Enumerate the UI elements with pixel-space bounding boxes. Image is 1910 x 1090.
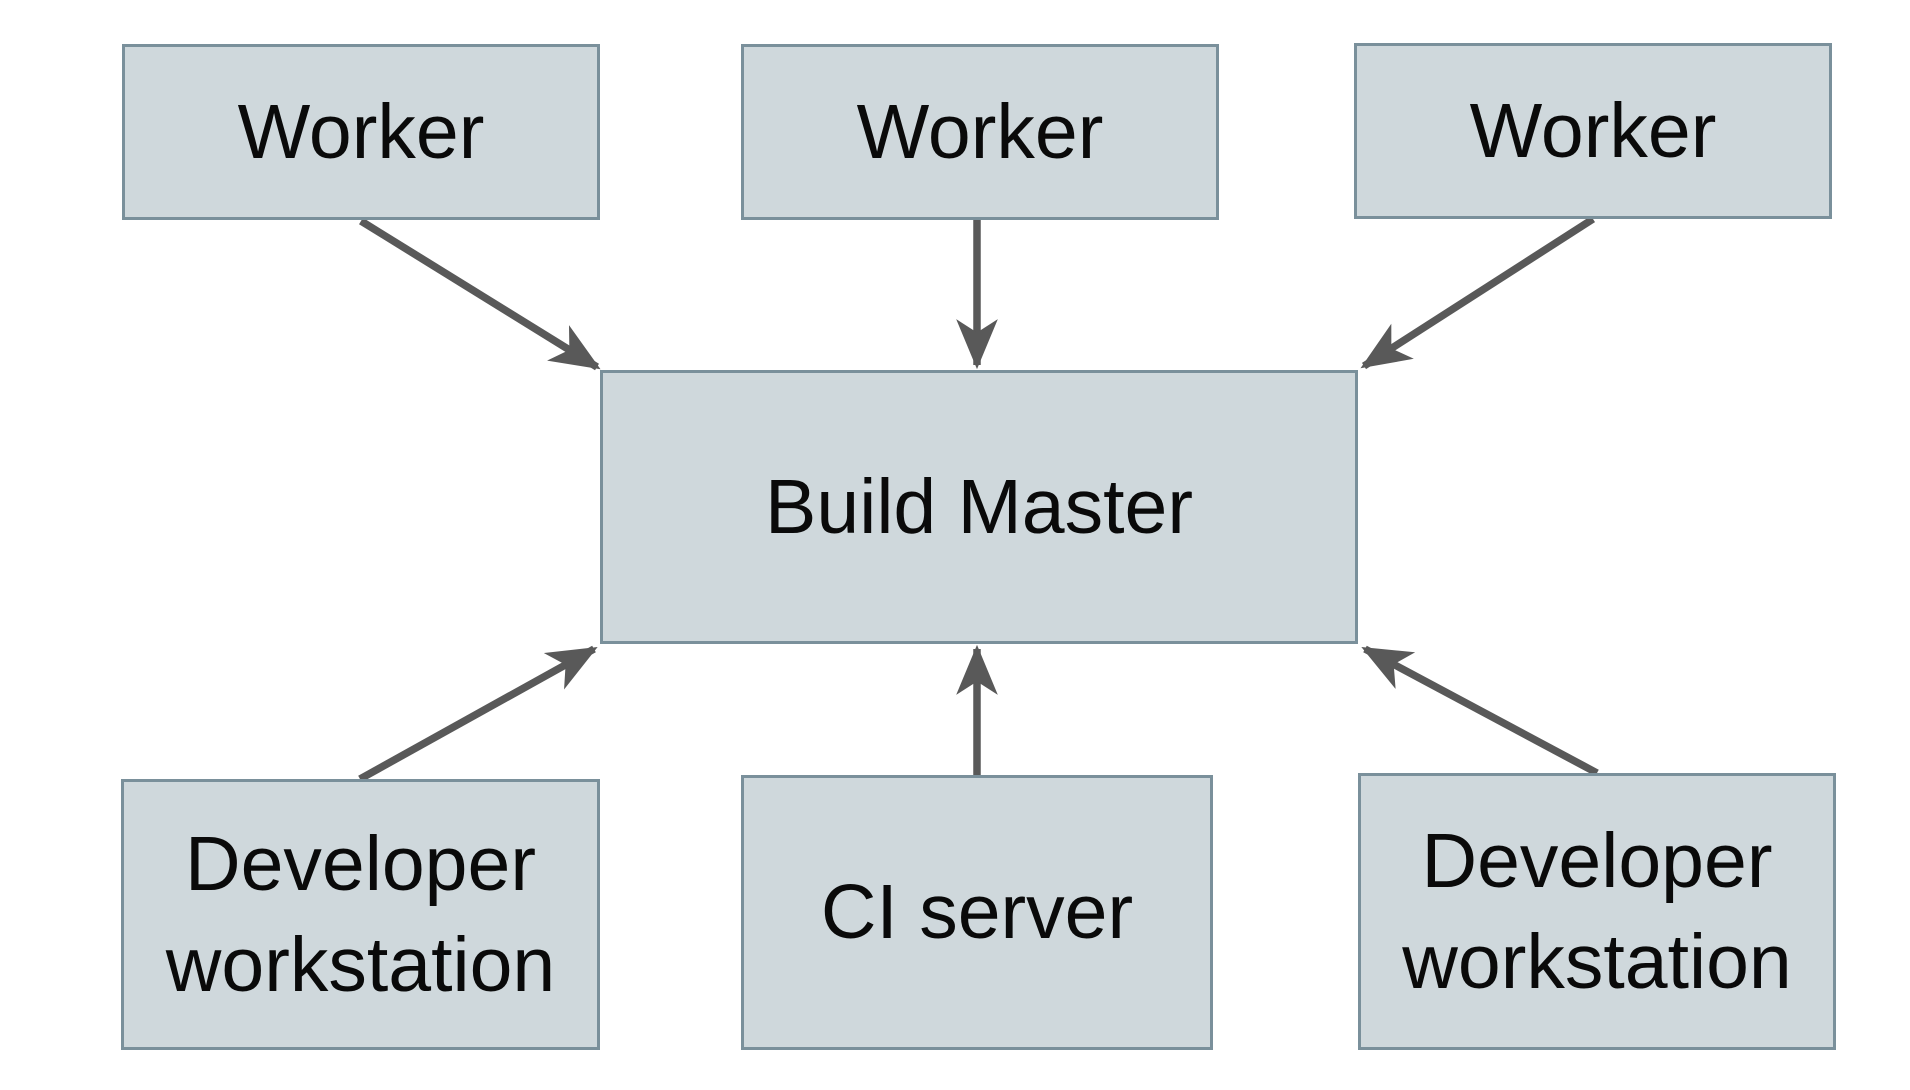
node-developer-workstation-right-label: Developer workstation	[1402, 818, 1792, 1005]
node-developer-workstation-left: Developer workstation	[121, 779, 600, 1050]
node-build-master-label: Build Master	[765, 463, 1193, 550]
node-developer-workstation-right: Developer workstation	[1358, 773, 1836, 1050]
arrow-worker-1-to-build-master	[359, 217, 601, 371]
node-worker-1: Worker	[122, 44, 600, 220]
node-worker-1-label: Worker	[237, 88, 485, 175]
node-worker-2-label: Worker	[856, 88, 1104, 175]
arrow-worker-3-to-build-master	[1360, 215, 1596, 370]
node-worker-2: Worker	[741, 44, 1219, 220]
node-ci-server-label: CI server	[820, 869, 1134, 956]
node-worker-3-label: Worker	[1469, 87, 1717, 174]
node-worker-3: Worker	[1354, 43, 1832, 219]
arrow-developer-workstation-right-to-build-master	[1361, 645, 1599, 777]
node-build-master: Build Master	[600, 370, 1358, 644]
node-ci-server: CI server	[741, 775, 1213, 1050]
arrow-developer-workstation-left-to-build-master	[358, 645, 598, 783]
node-developer-workstation-left-label: Developer workstation	[165, 821, 556, 1008]
